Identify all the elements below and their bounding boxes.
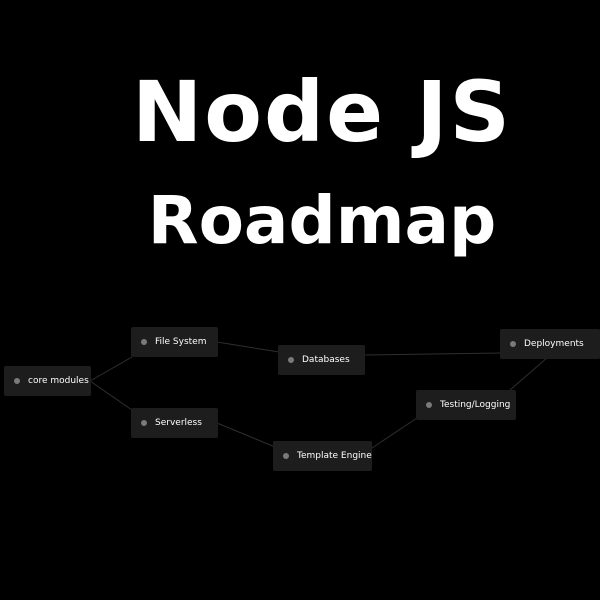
node-label: File System <box>155 337 207 347</box>
node-serverless[interactable]: Serverless <box>131 408 218 438</box>
bullet-icon <box>141 339 147 345</box>
edge-core-serverless <box>89 380 133 411</box>
bullet-icon <box>510 341 516 347</box>
node-label: Deployments <box>524 339 584 349</box>
edge-filesystem-databases <box>216 341 280 353</box>
edge-testing-deployments <box>509 356 549 391</box>
node-databases[interactable]: Databases <box>278 345 365 375</box>
edge-template-testing <box>371 417 418 449</box>
node-label: Databases <box>302 355 350 365</box>
node-template-engine[interactable]: Template Engine <box>273 441 372 471</box>
title-line-2: Roadmap <box>147 182 497 259</box>
bullet-icon <box>141 420 147 426</box>
edge-core-filesystem <box>89 356 133 382</box>
title-line-1: Node JS <box>131 63 513 161</box>
node-file-system[interactable]: File System <box>131 327 218 357</box>
bullet-icon <box>283 453 289 459</box>
node-label: Serverless <box>155 418 202 428</box>
bullet-icon <box>426 402 432 408</box>
edge-databases-deployments <box>364 352 502 356</box>
bullet-icon <box>288 357 294 363</box>
node-label: Testing/Logging <box>440 400 511 410</box>
edge-serverless-template <box>216 422 276 448</box>
node-deployments[interactable]: Deployments <box>500 329 600 359</box>
node-testing-logging[interactable]: Testing/Logging <box>416 390 516 420</box>
bullet-icon <box>14 378 20 384</box>
node-label: Template Engine <box>297 451 372 461</box>
node-label: core modules <box>28 376 89 386</box>
node-core-modules[interactable]: core modules <box>4 366 91 396</box>
